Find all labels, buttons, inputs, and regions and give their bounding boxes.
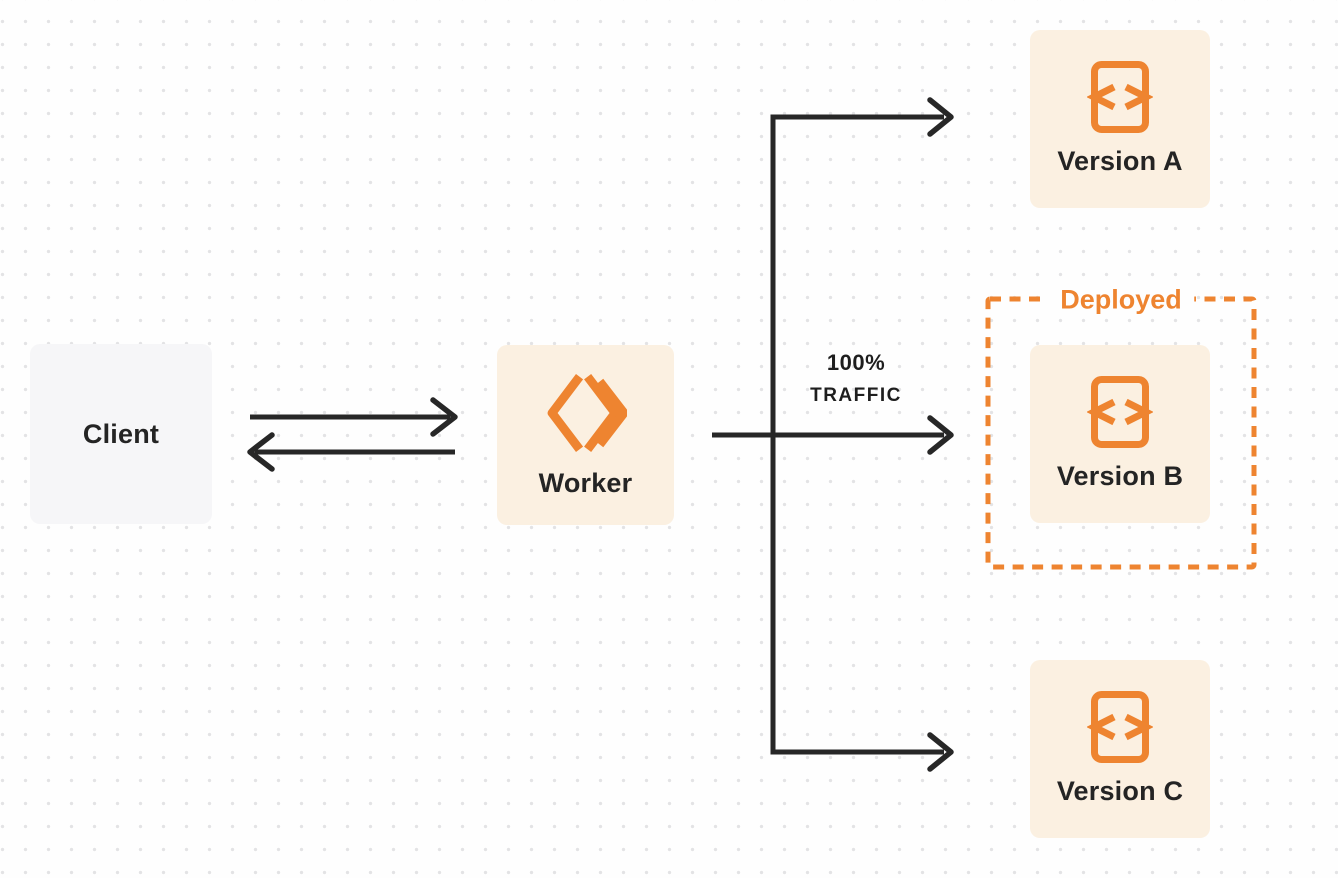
fanout-connector xyxy=(712,97,954,772)
arrowhead-version-b xyxy=(927,415,954,455)
version-c-label: Version C xyxy=(1056,776,1184,806)
version-a-label: Version A xyxy=(1057,146,1183,176)
worker-label: Worker xyxy=(538,468,633,498)
deployed-label: Deployed xyxy=(1048,282,1194,318)
code-file-icon xyxy=(1087,691,1153,763)
deployed-boundary xyxy=(985,296,1257,570)
request-arrow xyxy=(250,397,458,437)
traffic-label: 100% TRAFFIC xyxy=(776,350,936,407)
client-label: Client xyxy=(82,418,160,449)
arrowhead-version-a xyxy=(927,97,954,137)
code-file-icon xyxy=(1087,376,1153,448)
traffic-word: TRAFFIC xyxy=(810,385,902,406)
client-node: Client xyxy=(30,344,212,524)
version-c-node: Version C xyxy=(1030,660,1210,838)
version-b-node: Version B xyxy=(1030,345,1210,523)
version-b-label: Version B xyxy=(1056,461,1184,491)
response-arrow xyxy=(247,432,455,472)
code-file-icon xyxy=(1087,61,1153,133)
version-a-node: Version A xyxy=(1030,30,1210,208)
worker-node: Worker xyxy=(497,345,674,525)
workers-double-chevron-icon xyxy=(547,373,627,453)
arrowhead-version-c xyxy=(927,732,954,772)
traffic-percent: 100% xyxy=(826,350,886,375)
